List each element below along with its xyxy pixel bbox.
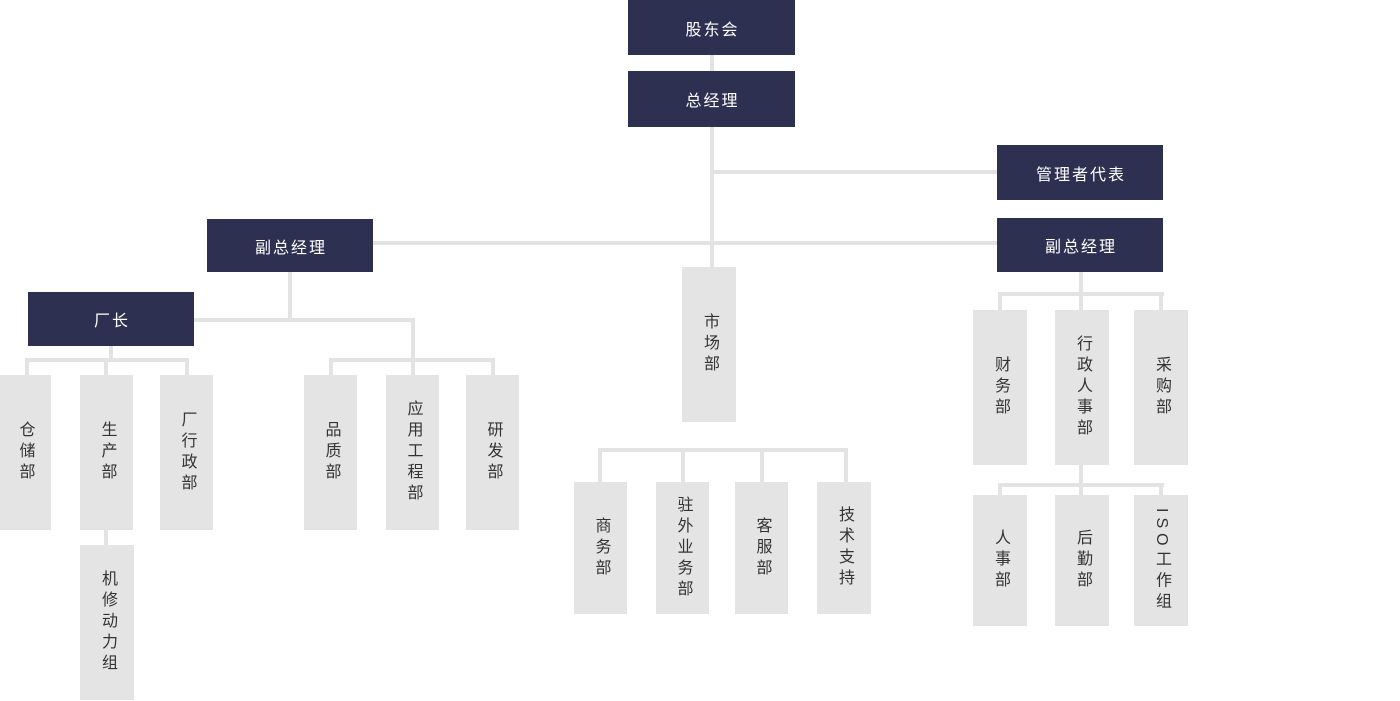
org-node-production: 生产部 xyxy=(80,375,133,530)
connector-line xyxy=(1079,272,1083,296)
connector-line xyxy=(998,487,1002,495)
org-node-deputy-gm-left: 副总经理 xyxy=(207,219,373,272)
org-node-shareholders: 股东会 xyxy=(628,0,795,55)
org-node-management-rep: 管理者代表 xyxy=(997,145,1163,200)
org-node-iso-group: ISO工作组 xyxy=(1134,495,1188,626)
org-node-factory-director: 厂长 xyxy=(28,292,194,346)
org-node-marketing: 市场部 xyxy=(682,267,736,422)
org-node-admin-hr: 行政人事部 xyxy=(1055,310,1109,465)
connector-line xyxy=(411,362,415,375)
org-node-purchasing: 采购部 xyxy=(1134,310,1188,465)
connector-line xyxy=(598,448,848,452)
connector-line xyxy=(1159,296,1163,310)
connector-line xyxy=(598,452,602,482)
connector-line xyxy=(104,362,108,375)
connector-line xyxy=(998,296,1002,310)
connector-line xyxy=(1079,465,1083,487)
connector-line xyxy=(710,127,714,267)
org-node-general-manager: 总经理 xyxy=(628,71,795,127)
org-node-warehouse: 仓储部 xyxy=(0,375,51,530)
org-node-field-sales: 驻外业务部 xyxy=(656,482,709,614)
connector-line xyxy=(104,530,108,545)
connector-line xyxy=(194,318,415,322)
org-node-deputy-gm-right: 副总经理 xyxy=(997,218,1163,272)
connector-line xyxy=(25,358,189,362)
connector-line xyxy=(712,170,997,174)
connector-line xyxy=(760,452,764,482)
org-node-commerce: 商务部 xyxy=(574,482,627,614)
connector-line xyxy=(998,292,1164,296)
connector-line xyxy=(681,452,685,482)
org-node-machine-repair: 机修动力组 xyxy=(80,545,134,700)
connector-line xyxy=(1079,296,1083,310)
connector-line xyxy=(329,362,333,375)
connector-line xyxy=(491,362,495,375)
connector-line xyxy=(185,362,189,375)
org-node-application-eng: 应用工程部 xyxy=(386,375,439,530)
connector-line xyxy=(288,272,292,322)
connector-line xyxy=(25,362,29,375)
org-node-quality: 品质部 xyxy=(304,375,357,530)
org-node-logistics: 后勤部 xyxy=(1055,495,1109,626)
connector-line xyxy=(1159,487,1163,495)
connector-line xyxy=(844,452,848,482)
connector-line xyxy=(373,241,997,245)
connector-line xyxy=(1079,487,1083,495)
org-node-factory-admin: 厂行政部 xyxy=(160,375,213,530)
connector-line xyxy=(329,358,495,362)
org-node-customer-service: 客服部 xyxy=(735,482,788,614)
connector-line xyxy=(109,346,113,362)
connector-line xyxy=(411,318,415,362)
org-node-rnd: 研发部 xyxy=(466,375,519,530)
org-node-finance: 财务部 xyxy=(973,310,1027,465)
connector-line xyxy=(710,55,714,71)
org-node-hr: 人事部 xyxy=(973,495,1027,626)
org-node-tech-support: 技术支持 xyxy=(817,482,871,614)
connector-line xyxy=(998,483,1164,487)
